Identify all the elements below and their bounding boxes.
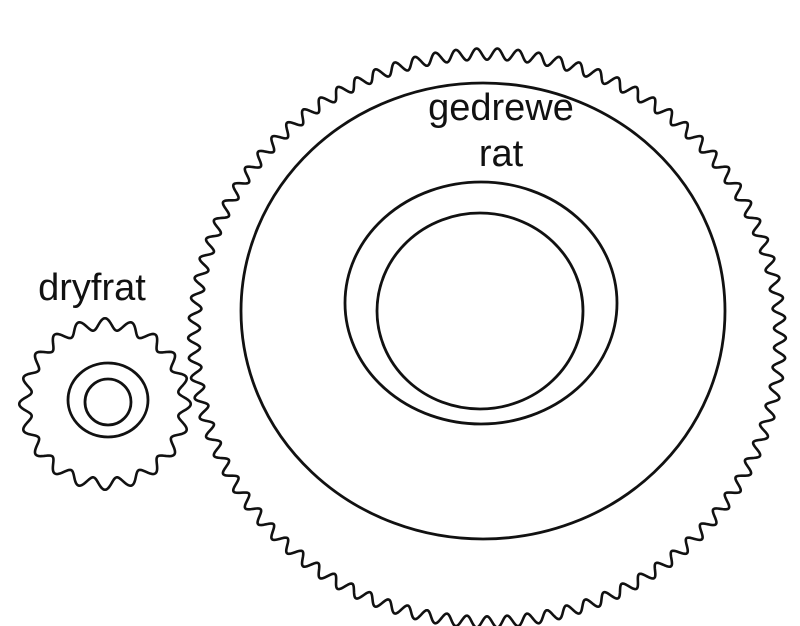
small-gear-label: dryfrat [38,267,146,309]
small-gear-hub-inner-ring [83,377,133,427]
large-gear-hub-inner-ring [375,211,585,411]
large-gear-label-line2: rat [479,133,524,175]
large-gear-hub-outer-ring [343,180,619,426]
small-gear-hub-outer-ring [66,361,150,439]
large-gear-teeth [186,47,788,626]
large-gear-label-line1: gedrewe [428,87,574,129]
small-gear [17,316,193,492]
small-gear-teeth [17,316,193,492]
large-gear [186,47,788,626]
large-gear-rim-ring [239,81,727,541]
